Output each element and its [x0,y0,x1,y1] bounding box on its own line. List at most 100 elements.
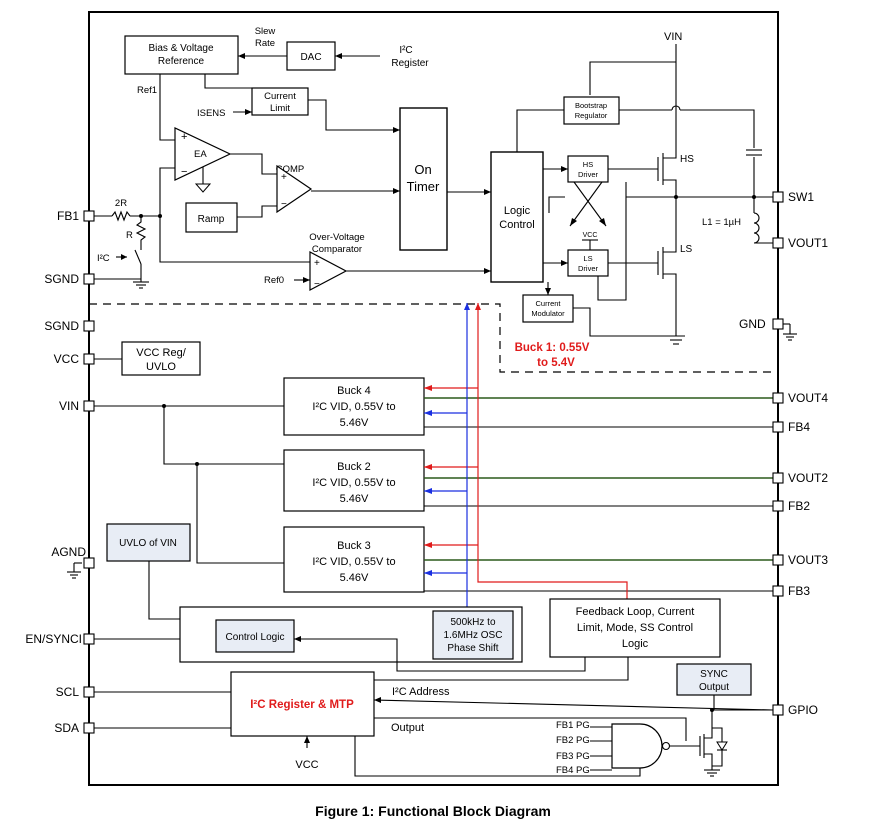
buck4-label-3: 5.46V [340,417,369,429]
slew-rate-label-2: Rate [255,38,275,49]
pin-vin-label: VIN [59,399,79,413]
comp-label: COMP [276,164,305,175]
buck4-label-1: Buck 4 [337,385,371,397]
buck3-label-2: I²C VID, 0.55V to [312,556,395,568]
hs-label: HS [680,154,694,165]
pin-vcc-label: VCC [54,352,80,366]
ls-label: LS [680,244,693,255]
pin-fb2-box [772,500,784,512]
feedback-label-1: Feedback Loop, Current [576,606,695,618]
buck4-label-2: I²C VID, 0.55V to [312,401,395,413]
pin-sgnd-2-box [83,320,95,332]
feedback-loop-block [549,598,721,658]
osc-label-3: Phase Shift [447,643,498,654]
pin-fb2-label: FB2 [788,499,810,513]
pin-fb3-label: FB3 [788,584,810,598]
on-timer-label-1: On [414,162,431,177]
hs-driver-label-1: HS [583,160,593,169]
bias-voltage-reference-block [124,35,239,75]
pin-en-synci-box [83,633,95,645]
pin-fb1-label: FB1 [57,209,79,223]
pin-sw1-label: SW1 [788,190,814,204]
uvlo-of-vin-block [106,523,191,562]
buck2-label-3: 5.46V [340,493,369,505]
current-modulator-label-1: Current [535,299,561,308]
ls-driver-label-1: LS [583,254,592,263]
feedback-label-3: Logic [622,638,649,650]
comp-comparator [276,164,313,214]
dac-label: DAC [300,52,321,63]
pin-sda-label: SDA [54,721,79,735]
sync-output-block [676,663,752,696]
vin-top-label: VIN [664,31,682,43]
pin-gpio-box [772,704,784,716]
on-timer-label-2: Timer [407,179,440,194]
pin-agnd-label: AGND [51,545,86,559]
resistor-2r-label: 2R [115,198,127,209]
buck2-label-1: Buck 2 [337,461,371,473]
over-voltage-comparator [309,251,348,291]
pin-vout2-box [772,472,784,484]
current-modulator-label-2: Modulator [531,309,565,318]
buck3-label-1: Buck 3 [337,540,371,552]
pin-sgnd-2-label: SGND [44,319,79,333]
pin-vout4-label: VOUT4 [788,391,828,405]
vcc-bottom-label: VCC [295,759,318,771]
comp-minus: − [281,199,287,210]
buck2-label-2: I²C VID, 0.55V to [312,477,395,489]
pin-sgnd-1-box [83,273,95,285]
ea-plus: + [181,131,187,143]
pin-fb3-box [772,585,784,597]
fb4-pg-label: FB4 PG [556,765,590,776]
bias-block-label-1: Bias & Voltage [148,43,213,54]
i2c-address-label: I²C Address [392,686,450,698]
bootstrap-label-1: Bootstrap [575,101,607,110]
ref0-label: Ref0 [264,275,284,286]
feedback-label-2: Limit, Mode, SS Control [577,622,693,634]
pin-sw1-box [772,191,784,203]
ls-driver-label-2: Driver [578,264,599,273]
pin-vout1-label: VOUT1 [788,236,828,250]
isens-label: ISENS [197,108,226,119]
pin-fb4-box [772,421,784,433]
sync-label-1: SYNC [700,669,728,680]
ea-minus: − [181,166,187,178]
fb2-pg-label: FB2 PG [556,735,590,746]
bootstrap-label-2: Regulator [575,111,608,120]
on-timer-block [399,107,448,251]
i2c-register-label-2: Register [391,58,429,69]
buck1-range-label-1: Buck 1: 0.55V [515,342,590,354]
osc-label-2: 1.6MHz OSC [444,630,503,641]
vcc-small-label: VCC [583,232,598,239]
pin-gpio-label: GPIO [788,703,818,717]
pin-sda-box [83,722,95,734]
ref1-label: Ref1 [137,85,157,96]
vcc-reg-label-2: UVLO [146,361,176,373]
ovc-minus: − [314,279,320,290]
logic-control-label-1: Logic [504,205,531,217]
logic-control-label-2: Control [499,219,534,231]
pin-fb4-label: FB4 [788,420,810,434]
pin-vout3-box [772,554,784,566]
figure-caption: Figure 1: Functional Block Diagram [315,803,551,819]
buck3-block [283,526,425,593]
slew-rate-label-1: Slew [255,26,276,37]
resistor-r-label: R [126,230,133,241]
pin-vout4-box [772,392,784,404]
sync-label-2: Output [699,682,729,693]
power-good-nand-gate [611,723,663,769]
pin-vin-box [83,400,95,412]
output-label: Output [391,722,424,734]
hs-driver-label-2: Driver [578,170,599,179]
ea-label: EA [194,149,207,160]
pin-vout1-box [772,237,784,249]
current-limit-block [251,87,309,116]
current-limit-label-2: Limit [270,103,290,114]
i2c-register-mtp-block [230,671,375,737]
ls-driver-block [567,249,609,277]
pin-en-synci-label: EN/SYNCI [25,632,82,646]
vcc-reg-label-1: VCC Reg/ [136,347,186,359]
pin-fb1-box [83,210,95,222]
control-logic-block [215,619,295,653]
